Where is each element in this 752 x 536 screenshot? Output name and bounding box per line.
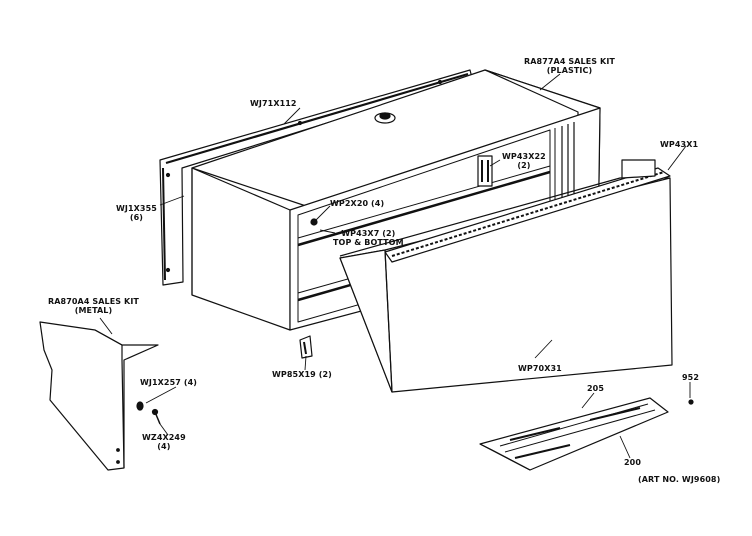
label-wp43x1: WP43X1 [660, 140, 699, 149]
base-tray [480, 398, 668, 470]
label-wp43x7-line1: WP43X7 (2) [341, 229, 396, 238]
screw-952 [689, 400, 693, 404]
bracket-wp43x22 [478, 156, 492, 186]
label-ra870a4-line1: RA870A4 SALES KIT [48, 297, 139, 306]
label-wz4x249-line1: WZ4X249 [142, 433, 186, 442]
label-wp43x22: WP43X22 (2) [502, 152, 546, 170]
label-wp43x22-line2: (2) [517, 161, 531, 170]
label-wj1x355-line2: (6) [129, 213, 144, 222]
label-ra870a4: RA870A4 SALES KIT (METAL) [48, 297, 139, 315]
label-wp43x22-line1: WP43X22 [502, 152, 546, 161]
label-wj1x355: WJ1X355 (6) [116, 204, 157, 222]
label-wp70x31: WP70X31 [518, 364, 562, 373]
label-wj1x355-line1: WJ1X355 [116, 204, 157, 213]
label-wj71x112: WJ71X112 [250, 99, 297, 108]
label-205: 205 [587, 384, 604, 393]
leader-lines [100, 74, 690, 458]
label-wj1x257: WJ1X257 (4) [140, 378, 197, 387]
clip-wp85x19 [300, 336, 312, 358]
label-wz4x249-line2: (4) [157, 442, 171, 451]
front-panel [340, 160, 672, 392]
label-952: 952 [682, 373, 699, 382]
label-wp85x19: WP85X19 (2) [272, 370, 332, 379]
screw-wz4x249 [153, 410, 161, 425]
label-wp43x7-line2: TOP & BOTTOM [333, 238, 404, 247]
screw-wp2x20 [311, 219, 317, 225]
label-wp2x20: WP2X20 (4) [330, 199, 385, 208]
screw-wj1x257 [137, 402, 143, 410]
label-ra877a4-line2: (PLASTIC) [546, 66, 593, 75]
metal-side-bracket [40, 322, 158, 470]
rear-flange-panel [160, 70, 472, 285]
label-ra870a4-line2: (METAL) [74, 306, 113, 315]
label-ra877a4-line1: RA877A4 SALES KIT [524, 57, 615, 66]
label-wz4x249: WZ4X249 (4) [142, 433, 186, 451]
label-art-no: (ART NO. WJ9608) [638, 475, 721, 484]
label-200: 200 [624, 458, 641, 467]
label-ra877a4: RA877A4 SALES KIT (PLASTIC) [524, 57, 615, 75]
label-wp43x7: WP43X7 (2) TOP & BOTTOM [333, 229, 404, 247]
